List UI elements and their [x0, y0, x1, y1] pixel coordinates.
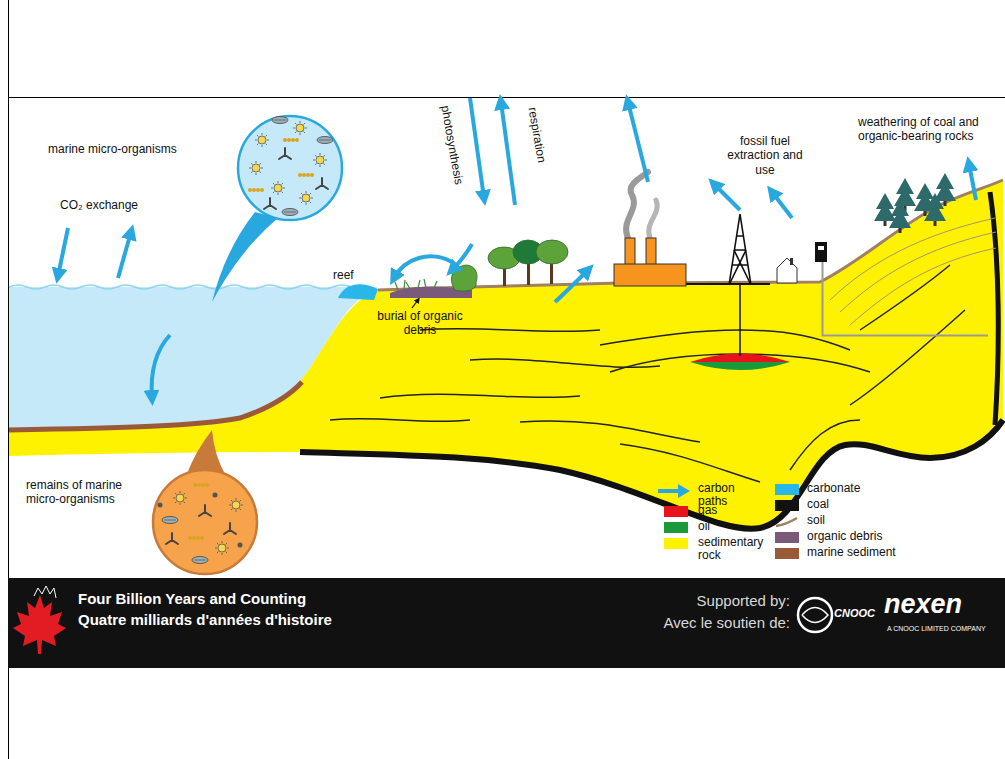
legend-swatch: [664, 538, 688, 549]
legend-line-sample: [775, 516, 799, 528]
legend-label: organic debris: [807, 530, 917, 543]
footer-title: Quatre milliards d'années d'histoire: [78, 611, 398, 629]
legend-label: gas: [698, 504, 758, 517]
label-holder: nexen: [884, 588, 994, 620]
legend-label: carbonate: [807, 482, 917, 495]
callout-label: reef: [333, 268, 373, 282]
legend-label: soil: [807, 514, 917, 527]
label-holder: gas: [698, 504, 758, 517]
legend-swatch: [775, 500, 799, 511]
label-holder: Supported by:: [590, 592, 790, 610]
legend-swatch: [775, 548, 799, 559]
label-holder: carbonate: [807, 482, 917, 495]
label-holder: CO₂ exchange: [60, 198, 170, 212]
label-holder: CNOOC: [834, 607, 884, 620]
legend-label: sedimentary rock: [698, 536, 770, 562]
legend-swatch: [664, 522, 688, 533]
legend-label: marine sediment: [807, 546, 917, 559]
label-holder: soil: [807, 514, 917, 527]
legend-label: oil: [698, 520, 758, 533]
label-holder: A CNOOC LIMITED COMPANY: [887, 625, 1002, 633]
logo-subtitle: A CNOOC LIMITED COMPANY: [887, 625, 1002, 633]
callout-label: fossil fuel extraction and use: [719, 134, 811, 177]
sponsor-note: Supported by:: [590, 592, 790, 610]
legend-swatch: [775, 484, 799, 495]
label-holder: marine micro-organisms: [48, 142, 208, 156]
label-holder: burial of organic debris: [370, 309, 470, 338]
label-holder: coal: [807, 498, 917, 511]
callout-label: CO₂ exchange: [60, 198, 170, 212]
label-holder: sedimentary rock: [698, 536, 770, 562]
label-holder: oil: [698, 520, 758, 533]
legend-swatch: [775, 532, 799, 543]
label-holder: Avec le soutien de:: [590, 614, 790, 632]
process-label: photosynthesis: [438, 104, 466, 185]
legend-arrow-sample: [656, 482, 692, 498]
label-holder: fossil fuel extraction and use: [719, 134, 811, 177]
label-holder: Four Billion Years and Counting: [78, 590, 398, 608]
callout-label: marine micro-organisms: [48, 142, 208, 156]
label-holder: Quatre milliards d'années d'histoire: [78, 611, 398, 629]
callout-label: burial of organic debris: [370, 309, 470, 338]
callout-label: weathering of coal and organic-bearing r…: [858, 115, 998, 144]
label-holder: remains of marine micro-organisms: [26, 478, 151, 507]
callout-label: remains of marine micro-organisms: [26, 478, 151, 507]
logo-text: nexen: [884, 588, 994, 620]
label-holder: weathering of coal and organic-bearing r…: [858, 115, 998, 144]
process-label: respiration: [525, 106, 549, 164]
sponsor-note: Avec le soutien de:: [590, 614, 790, 632]
legend-label: coal: [807, 498, 917, 511]
logo-text: CNOOC: [834, 607, 884, 620]
label-holder: marine sediment: [807, 546, 917, 559]
label-holder: organic debris: [807, 530, 917, 543]
legend-swatch: [664, 506, 688, 517]
footer-title: Four Billion Years and Counting: [78, 590, 398, 608]
label-holder: reef: [333, 268, 373, 282]
